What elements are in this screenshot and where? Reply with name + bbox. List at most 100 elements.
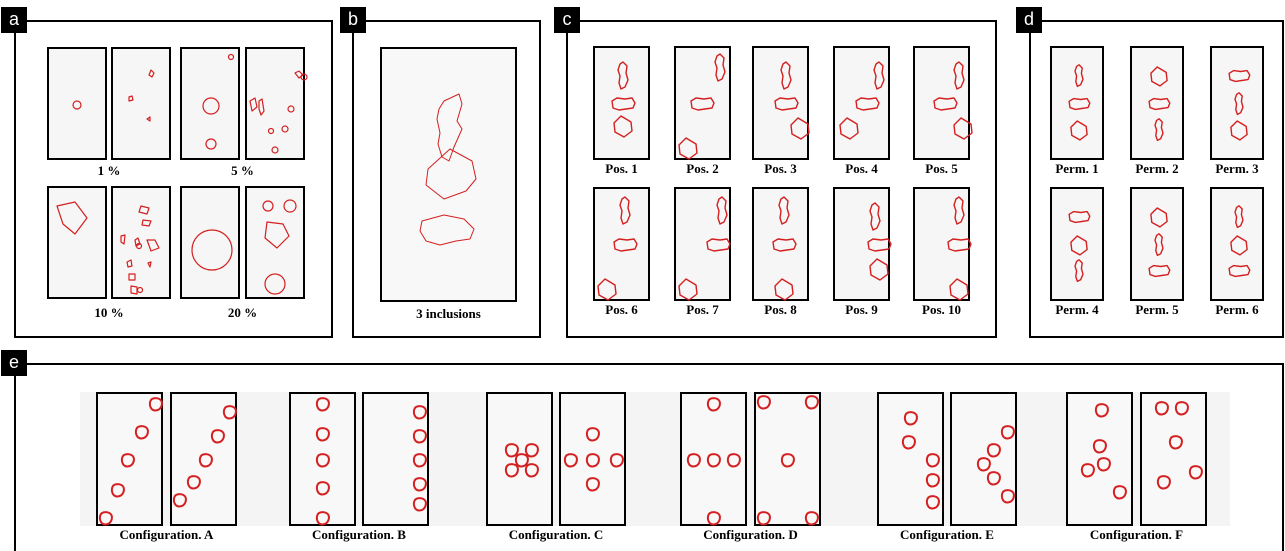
inclusion-shape	[412, 405, 427, 420]
sample-d-4	[1050, 187, 1104, 301]
inclusion-shape	[706, 511, 721, 526]
inclusion-shape	[148, 69, 155, 78]
panel-c-label: c	[554, 7, 580, 33]
inclusion-shape	[873, 61, 885, 90]
inclusion-shape	[613, 115, 633, 138]
caption-a-1: 1 %	[97, 163, 121, 178]
sample-e-5-1	[877, 392, 944, 526]
sample-c-4	[833, 46, 890, 160]
inclusion-shape	[678, 137, 698, 160]
sample-c-1	[593, 46, 650, 160]
inclusion-shape	[585, 427, 600, 442]
inclusion-shape	[976, 457, 991, 472]
inclusion-drawing	[249, 70, 308, 154]
inclusion-shape	[780, 61, 792, 90]
inclusion-drawing	[120, 205, 160, 295]
sample-e-6-2	[1140, 392, 1207, 526]
inclusion-shape	[619, 196, 631, 225]
sample-c-5	[913, 46, 973, 160]
inclusion-drawing	[611, 61, 636, 138]
sample-d-5	[1130, 187, 1184, 301]
sample-e-4-1	[680, 392, 747, 526]
caption-c-7: Pos. 7	[686, 302, 719, 317]
caption-c-9: Pos. 9	[845, 302, 878, 317]
inclusion-drawing	[1068, 64, 1091, 141]
inclusion-drawing	[772, 196, 797, 301]
inclusion-shape	[249, 97, 258, 112]
caption-c-10: Pos. 10	[922, 302, 961, 317]
inclusion-shape	[790, 117, 810, 140]
inclusion-shape	[287, 105, 295, 113]
inclusion-shape	[986, 443, 1001, 458]
inclusion-drawing	[262, 199, 297, 295]
caption-d-3: Perm. 3	[1215, 161, 1259, 176]
caption-c-2: Pos. 2	[686, 161, 719, 176]
inclusion-shape	[716, 196, 728, 225]
inclusion-shape	[901, 435, 916, 450]
inclusion-drawing	[1148, 207, 1171, 278]
caption-e-2: Configuration. B	[312, 527, 406, 542]
inclusion-drawing	[686, 397, 741, 526]
inclusion-drawing	[933, 61, 973, 140]
inclusion-shape	[315, 397, 330, 412]
inclusion-shape	[855, 97, 880, 111]
inclusion-shape	[1154, 401, 1169, 416]
inclusion-drawing	[1068, 210, 1091, 283]
inclusion-shape	[726, 453, 741, 468]
inclusion-shape	[780, 453, 795, 468]
inclusion-shape	[613, 238, 638, 252]
inclusion-shape	[524, 463, 539, 478]
inclusion-shape	[315, 453, 330, 468]
inclusion-shape	[205, 138, 217, 150]
caption-e-3: Configuration. C	[508, 527, 604, 542]
inclusion-shape	[953, 196, 965, 225]
inclusion-shape	[1000, 425, 1015, 440]
inclusion-drawing	[1148, 66, 1171, 142]
sample-e-4-2	[754, 392, 821, 526]
sample-c-6	[593, 187, 650, 301]
inclusion-shape	[1074, 64, 1084, 88]
inclusion-shape	[315, 427, 330, 442]
inclusion-shape	[1154, 233, 1164, 257]
inclusion-shape	[947, 238, 972, 252]
inclusion-shape	[128, 95, 134, 102]
inclusion-shape	[1228, 69, 1251, 83]
inclusion-drawing	[1154, 401, 1203, 490]
caption-b: 3 inclusions	[416, 306, 481, 321]
inclusion-shape	[110, 483, 125, 498]
sample-d-3	[1210, 46, 1264, 160]
inclusion-shape	[141, 219, 152, 227]
inclusion-shape	[1148, 264, 1171, 278]
inclusion-shape	[1234, 92, 1244, 116]
inclusion-shape	[756, 511, 771, 526]
sample-d-2	[1130, 46, 1184, 160]
sample-c-2	[674, 46, 731, 160]
inclusion-drawing	[504, 443, 539, 478]
inclusion-shape	[714, 53, 726, 82]
panel-d-label: d	[1016, 7, 1042, 33]
inclusion-drawing	[597, 196, 638, 301]
inclusion-shape	[262, 200, 274, 212]
inclusion-shape	[412, 497, 427, 512]
inclusion-shape	[617, 61, 629, 90]
inclusion-shape	[130, 285, 138, 295]
inclusion-drawing	[678, 53, 726, 160]
inclusion-shape	[504, 443, 519, 458]
inclusion-shape	[1070, 120, 1088, 141]
inclusion-shape	[804, 395, 819, 410]
inclusion-drawing	[56, 201, 88, 235]
caption-e-5: Configuration. E	[900, 527, 994, 542]
inclusion-shape	[210, 429, 225, 444]
inclusion-shape	[1094, 403, 1109, 418]
inclusion-drawing	[563, 427, 624, 492]
inclusion-shape	[148, 397, 163, 412]
inclusion-shape	[315, 481, 330, 496]
inclusion-shape	[504, 463, 519, 478]
inclusion-shape	[1174, 401, 1189, 416]
inclusion-shape	[1074, 259, 1084, 283]
inclusion-drawing	[1228, 69, 1251, 141]
inclusion-shape	[774, 97, 799, 111]
inclusion-shape	[867, 238, 892, 252]
inclusion-shape	[135, 242, 143, 250]
inclusion-shape	[294, 70, 304, 79]
